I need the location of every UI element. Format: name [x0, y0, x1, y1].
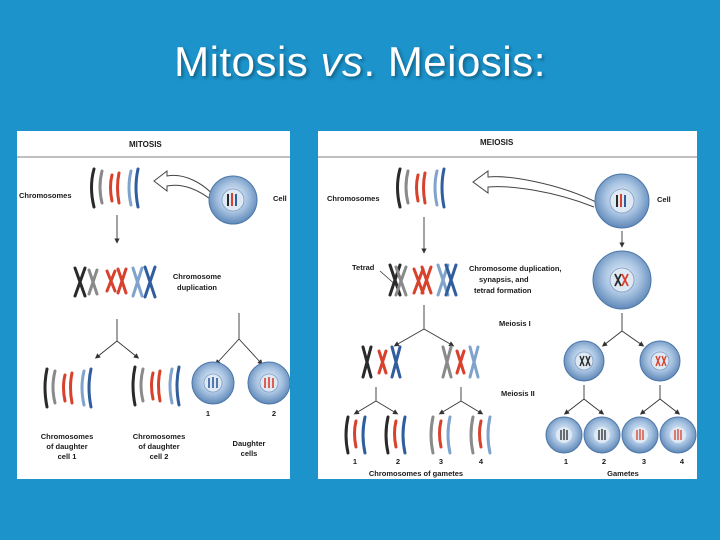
meiosis1-label: Meiosis I [499, 319, 531, 328]
expand-arrow [472, 170, 599, 208]
daughter-cell-2 [247, 361, 290, 405]
title-vs: vs [320, 38, 364, 85]
gamete-chromosome-number-2: 2 [396, 457, 400, 466]
gamete-chromosomes-caption: Chromosomes of gametes [369, 469, 463, 478]
mitosis-header: MITOSIS [129, 140, 162, 149]
gamete-number-4: 4 [680, 457, 685, 466]
gamete-cell-2 [583, 416, 621, 454]
meiosis1-product-1 [361, 345, 402, 379]
daughter-cells-caption-line2: cells [241, 449, 258, 458]
cell-label: Cell [273, 194, 287, 203]
chromosomes-label: Chromosomes [19, 191, 72, 200]
gamete-chromosomes-2 [384, 415, 407, 455]
daughter-number-1: 1 [206, 409, 210, 418]
duplication-label-line2: duplication [177, 283, 217, 292]
meiosis2-arrows [353, 385, 681, 415]
title-part-2: . Meiosis: [363, 38, 546, 85]
daughter2-caption-line1: Chromosomes [133, 432, 186, 441]
meiosis1-cell-1 [563, 340, 605, 382]
meiosis2-label: Meiosis II [501, 389, 535, 398]
gamete-number-3: 3 [642, 457, 646, 466]
gamete-cell-4 [659, 416, 697, 454]
meiosis1-cell-2 [639, 340, 681, 382]
meiosis1-product-2 [441, 345, 480, 379]
daughter-cells-caption-line1: Daughter [233, 439, 266, 448]
duplication-label-line3: tetrad formation [474, 286, 532, 295]
meiosis-header: MEIOSIS [480, 138, 514, 147]
cell-label: Cell [657, 195, 671, 204]
meiosis1-arrows-right [601, 313, 645, 347]
title-part-1: Mitosis [174, 38, 321, 85]
gametes-caption: Gametes [607, 469, 639, 478]
gamete-cell-3 [621, 416, 659, 454]
slide-title: Mitosis vs. Meiosis: [0, 38, 720, 86]
split-arrows-right [215, 313, 263, 365]
meiosis-diagram-panel: MEIOSIS Chromosomes Cell Tetrad Chromoso… [318, 131, 697, 479]
gamete-chromosomes-3 [429, 415, 452, 455]
mitosis-diagram-panel: MITOSIS Chromosomes Cell Chromosome dupl… [17, 131, 290, 479]
parent-cell [594, 173, 650, 229]
daughter2-caption-line2: of daughter [138, 442, 179, 451]
duplication-label-line2: synapsis, and [479, 275, 529, 284]
daughter1-caption-line1: Chromosomes [41, 432, 94, 441]
daughter2-caption-line3: cell 2 [150, 452, 169, 461]
gamete-number-2: 2 [602, 457, 606, 466]
duplication-label-line1: Chromosome [173, 272, 221, 281]
tetrad-cell [592, 250, 652, 310]
tetrad-label: Tetrad [352, 263, 375, 272]
gamete-number-1: 1 [564, 457, 568, 466]
meiosis1-arrows-left [393, 305, 455, 347]
gamete-cell-1 [545, 416, 583, 454]
daughter-cell-1 [191, 361, 235, 405]
gamete-chromosome-number-1: 1 [353, 457, 357, 466]
parent-cell [208, 175, 258, 225]
expand-arrow [153, 169, 218, 204]
daughter1-caption-line3: cell 1 [58, 452, 77, 461]
gamete-chromosomes-4 [469, 415, 492, 455]
duplicated-chromosomes [73, 265, 157, 299]
gamete-chromosomes-1 [344, 415, 367, 455]
duplication-label-line1: Chromosome duplication, [469, 264, 562, 273]
tetrad-chromosomes [388, 263, 458, 297]
gamete-chromosome-number-3: 3 [439, 457, 443, 466]
gamete-chromosome-number-4: 4 [479, 457, 484, 466]
daughter-number-2: 2 [272, 409, 276, 418]
chromosomes-label: Chromosomes [327, 194, 380, 203]
daughter1-chromosomes [43, 367, 93, 409]
parent-chromosomes [396, 167, 446, 209]
daughter1-caption-line2: of daughter [46, 442, 87, 451]
parent-chromosomes [90, 167, 140, 209]
split-arrows-left [94, 319, 140, 359]
daughter2-chromosomes [131, 365, 181, 407]
